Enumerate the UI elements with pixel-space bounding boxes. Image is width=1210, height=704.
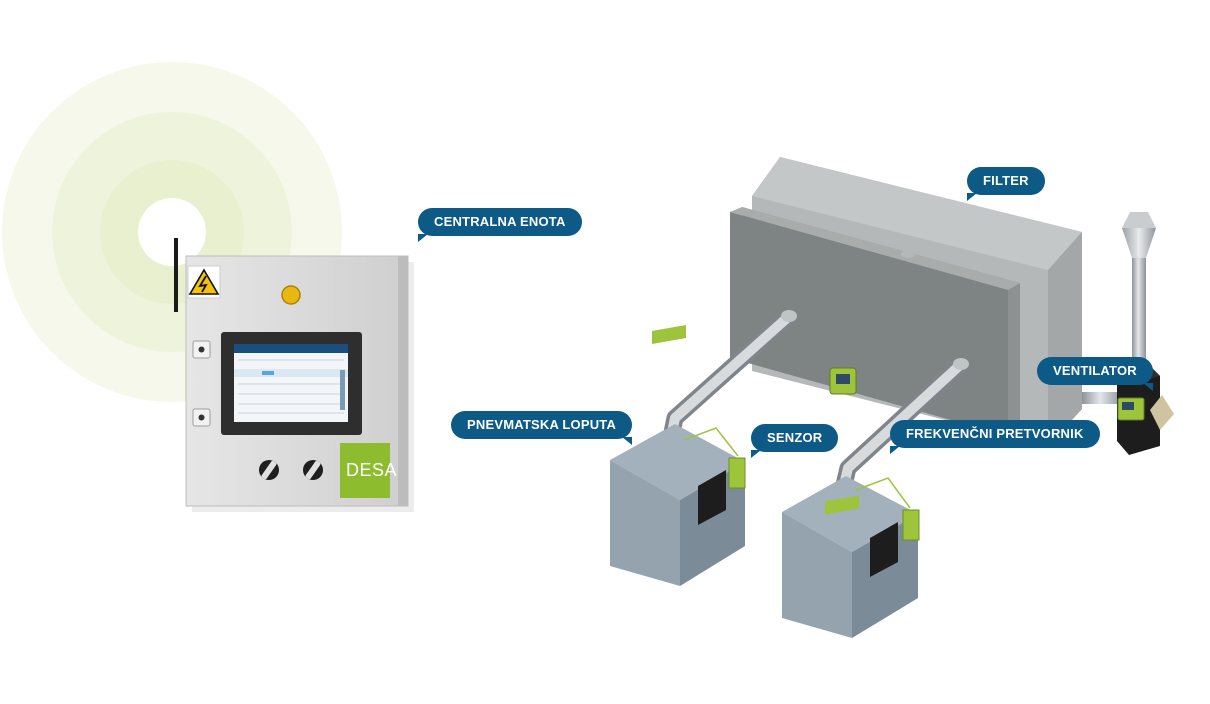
callout-sensor: SENZOR <box>751 424 839 458</box>
sensor-device <box>902 509 920 541</box>
pneumatic-damper-clamp <box>825 495 859 515</box>
callout-frequency-converter: FREKVENČNI PRETVORNIK <box>890 420 1100 454</box>
callout-filter: FILTER <box>967 167 1045 201</box>
door-latch <box>192 340 211 359</box>
callout-pneumatic-damper: PNEVMATSKA LOPUTA <box>451 411 633 445</box>
desa-logo-text: DESA <box>346 460 398 480</box>
rotary-switch <box>259 460 279 480</box>
rotary-switch <box>303 460 323 480</box>
desa-logo <box>340 443 390 498</box>
touchscreen-display <box>234 344 348 422</box>
door-latch <box>192 408 211 427</box>
indicator-lamp <box>281 285 301 305</box>
duct-box <box>782 476 920 638</box>
high-voltage-warning-icon <box>187 265 221 299</box>
exhaust-stack <box>1122 212 1156 366</box>
callout-central-unit: CENTRALNA ENOTA <box>418 208 582 242</box>
pneumatic-damper-clamp <box>652 325 686 345</box>
connector-pipe <box>1082 392 1122 404</box>
filter-housing <box>730 157 1082 446</box>
duct-box <box>610 325 746 586</box>
central-unit-cabinet <box>185 255 414 512</box>
callout-ventilator: VENTILATOR <box>1037 357 1153 391</box>
sensor-device <box>728 457 746 489</box>
